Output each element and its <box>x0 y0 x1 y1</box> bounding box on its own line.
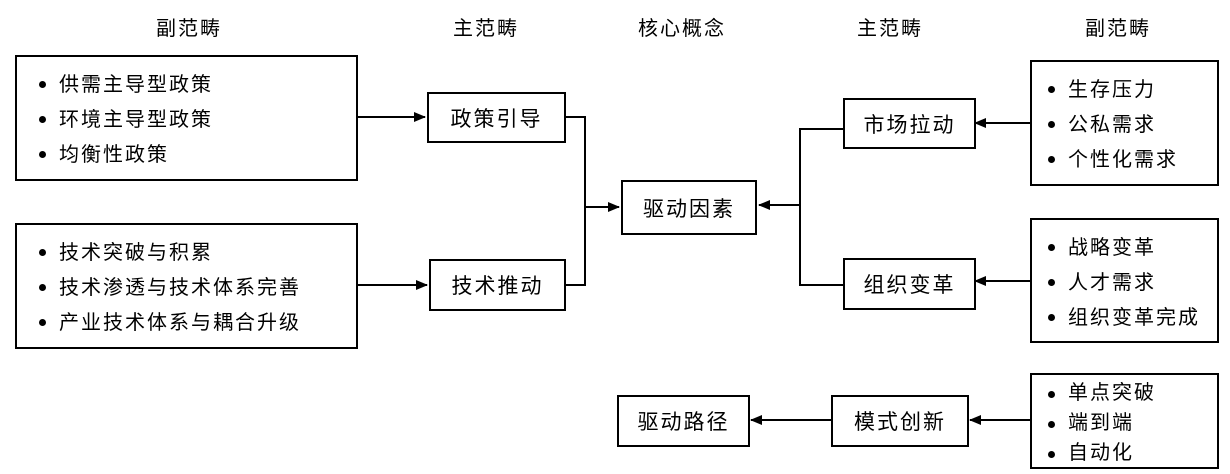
list-item: 生存压力 <box>1044 72 1205 107</box>
header-right-main-category: 主范畴 <box>857 16 923 40</box>
tech-sub-category-box: 技术突破与积累 技术渗透与技术体系完善 产业技术体系与耦合升级 <box>15 223 358 349</box>
list-item: 技术渗透与技术体系完善 <box>35 270 344 305</box>
list-item: 个性化需求 <box>1044 142 1205 177</box>
market-sub-category-box: 生存压力 公私需求 个性化需求 <box>1030 60 1219 186</box>
policy-sub-category-box: 供需主导型政策 环境主导型政策 均衡性政策 <box>15 55 358 181</box>
list-item: 均衡性政策 <box>35 137 344 172</box>
list-item: 技术突破与积累 <box>35 235 344 270</box>
mode-innovation-box: 模式创新 <box>831 395 969 447</box>
connector-policy-main-to-bracket <box>566 116 586 286</box>
list-item: 战略变革 <box>1044 230 1205 265</box>
list-item: 端到端 <box>1044 407 1205 437</box>
header-core-concept: 核心概念 <box>638 16 726 40</box>
header-left-main-category: 主范畴 <box>453 16 519 40</box>
list-item: 供需主导型政策 <box>35 67 344 102</box>
list-item: 人才需求 <box>1044 265 1205 300</box>
policy-main-category-box: 政策引导 <box>427 92 566 143</box>
connector-market-org-bracket <box>799 128 843 286</box>
list-item: 自动化 <box>1044 437 1205 467</box>
market-main-category-box: 市场拉动 <box>843 98 976 149</box>
tech-main-category-box: 技术推动 <box>429 259 566 311</box>
header-right-sub-category: 副范畴 <box>1085 16 1151 40</box>
list-item: 公私需求 <box>1044 107 1205 142</box>
org-sub-category-box: 战略变革 人才需求 组织变革完成 <box>1030 218 1219 343</box>
org-main-category-box: 组织变革 <box>843 258 976 310</box>
core-concept-box: 驱动因素 <box>621 180 757 235</box>
list-item: 单点突破 <box>1044 377 1205 407</box>
header-left-sub-category: 副范畴 <box>156 16 222 40</box>
mode-sub-category-box: 单点突破 端到端 自动化 <box>1030 373 1219 469</box>
list-item: 组织变革完成 <box>1044 300 1205 335</box>
drive-path-box: 驱动路径 <box>617 395 750 447</box>
list-item: 产业技术体系与耦合升级 <box>35 305 344 340</box>
list-item: 环境主导型政策 <box>35 102 344 137</box>
